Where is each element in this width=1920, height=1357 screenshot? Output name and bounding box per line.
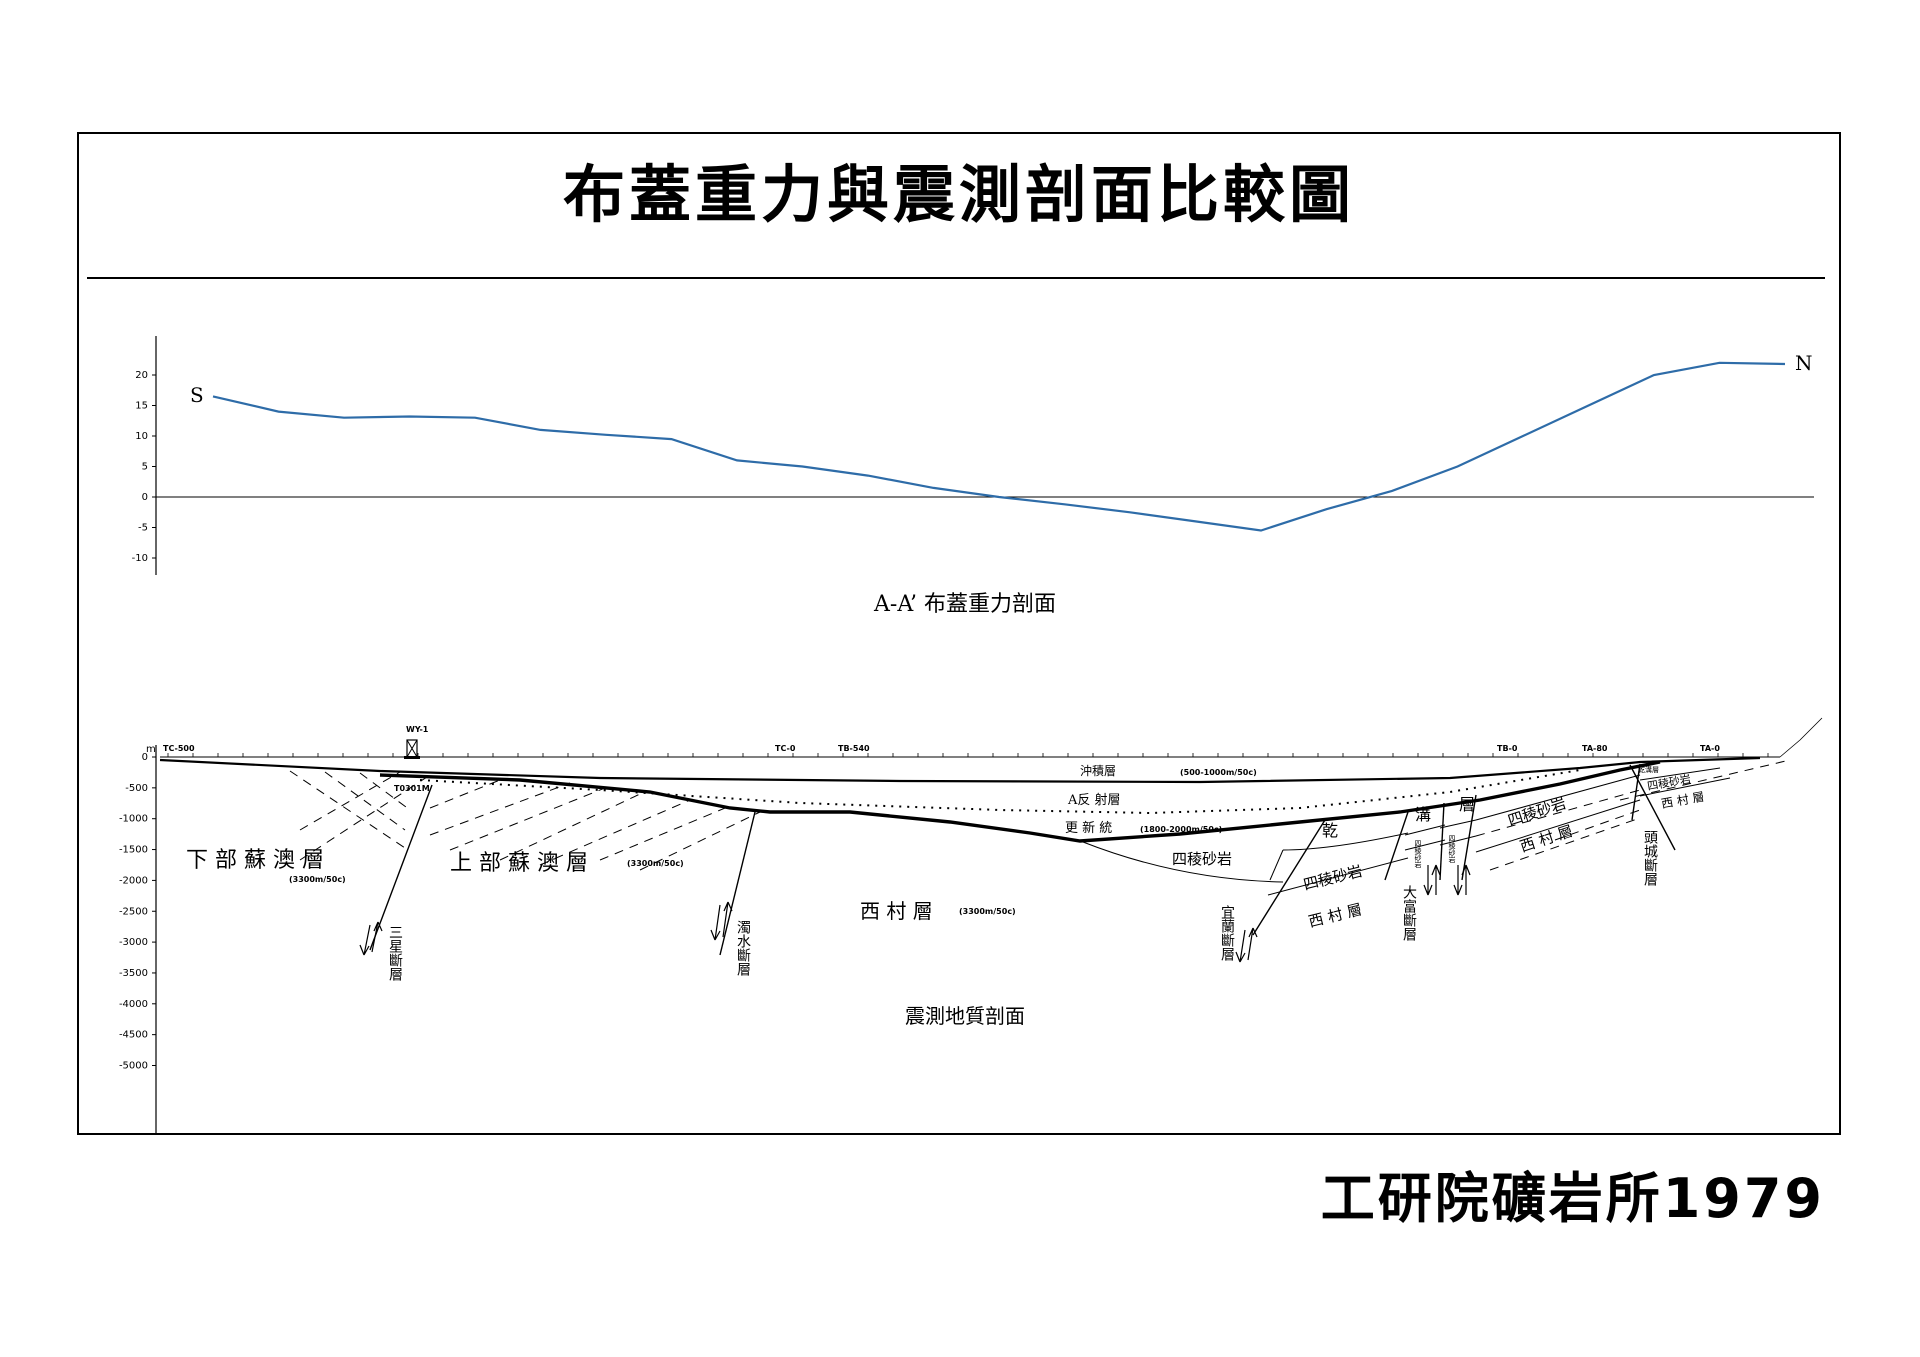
gravity-y-ticks: 20 15 10 5 0 -5 -10 xyxy=(132,370,156,564)
gravity-tick-label: 20 xyxy=(135,370,148,381)
gravity-tick-label: 10 xyxy=(135,431,148,442)
reflector-a xyxy=(419,769,1581,815)
depth-ticks: 0 -500 -1000 -1500 -2000 -2500 -3000 -3500 -4000… xyxy=(119,752,156,1072)
unit-label-xicun: 西 村 層 xyxy=(1307,900,1364,931)
bedding-lines-east xyxy=(1475,789,1641,871)
station-label: TC-0 xyxy=(775,744,796,753)
unit-label-xicun: 西 村 層 xyxy=(1660,790,1705,811)
unit-label-reflector-a: A反 射層 xyxy=(1067,792,1121,808)
seismic-section: 0 -500 -1000 -1500 -2000 -2500 -3000 -3500 -4000… xyxy=(119,717,1823,1135)
depth-tick-label: -5000 xyxy=(119,1061,148,1072)
station-label: TC-500 xyxy=(163,744,195,753)
station-label: TA-0 xyxy=(1700,744,1720,753)
depth-tick-label: -1500 xyxy=(119,845,148,856)
depth-tick-label: -2500 xyxy=(119,906,148,917)
gravity-tick-label: 15 xyxy=(135,401,148,412)
depth-unit: m xyxy=(146,744,156,755)
fault-label-yilan: 宜蘭斷層 xyxy=(1219,905,1235,962)
station-label: TA-80 xyxy=(1582,744,1608,753)
unit-label-lower-suao-velocity: (3300m/50c) xyxy=(289,875,346,884)
gravity-profile: 20 15 10 5 0 -5 -10 S N A-A’ 布蓋重力剖面 xyxy=(132,336,1814,617)
gravity-tick-label: -5 xyxy=(138,523,148,534)
gravity-tick-label: 0 xyxy=(142,492,148,503)
unit-label-alluvium: 沖積層 xyxy=(1080,763,1116,778)
gravity-anomaly-line xyxy=(212,361,1786,532)
figure-frame: 布蓋重力與震測剖面比較圖 xyxy=(77,132,1841,1135)
fault-label-dafu: 大富斷層 xyxy=(1401,885,1417,942)
title-divider xyxy=(87,277,1825,279)
unit-label-silengsha: 四稜砂岩 xyxy=(1172,850,1232,868)
credit-label: 工研院礦岩所1979 xyxy=(1320,1167,1825,1230)
well-label: WY-1 xyxy=(406,725,429,734)
unit-label-pleistocene: 更 新 統 xyxy=(1065,820,1112,836)
depth-tick-label: 0 xyxy=(142,752,148,763)
unit-label-silengsha: 四稜砂岩 xyxy=(1302,862,1365,894)
unit-label-gangou: 溝 xyxy=(1415,805,1431,824)
depth-tick-label: -4000 xyxy=(119,999,148,1010)
unit-label-xicun: 西 村 層 xyxy=(860,899,933,923)
fault-label-sanxing: 三星斷層 xyxy=(387,925,403,982)
unit-label-small-silengsha: 四稜砂岩 xyxy=(1414,840,1422,869)
north-label: N xyxy=(1795,351,1813,375)
depth-tick-label: -2000 xyxy=(119,875,148,886)
seismic-caption: 震測地質剖面 xyxy=(905,1004,1025,1028)
unit-label-pleistocene-velocity: (1800-2000m/50c) xyxy=(1140,825,1222,834)
unit-label-upper-suao: 上 部 蘇 澳 層 xyxy=(450,851,588,876)
south-label: S xyxy=(190,383,204,407)
fault-label-zhuoshui: 濁水斷層 xyxy=(735,920,751,977)
fault-label-toucheng: 頭城斷層 xyxy=(1642,830,1658,887)
page-title: 布蓋重力與震測剖面比較圖 xyxy=(562,158,1355,231)
gravity-tick-label: 5 xyxy=(142,462,148,473)
station-label: TB-540 xyxy=(838,744,870,753)
unit-label-ganggou-small: 乾溝層 xyxy=(1638,765,1659,774)
unit-label-gangou: 層 xyxy=(1459,795,1475,814)
depth-tick-label: -3000 xyxy=(119,937,148,948)
unit-label-lower-suao: 下 部 蘇 澳 層 xyxy=(186,848,324,873)
terrain-slope xyxy=(1779,717,1823,758)
gravity-caption: A-A’ 布蓋重力剖面 xyxy=(873,592,1056,617)
well-derrick-icon xyxy=(404,739,420,759)
unit-label-alluvium-velocity: (500-1000m/50c) xyxy=(1180,768,1257,777)
unit-label-upper-suao-velocity: (3300m/50c) xyxy=(627,859,684,868)
unit-label-xicun-velocity: (3300m/50c) xyxy=(959,907,1016,916)
depth-tick-label: -3500 xyxy=(119,968,148,979)
formation-contacts-east xyxy=(1082,767,1731,896)
depth-tick-label: -4500 xyxy=(119,1030,148,1041)
unit-label-xicun: 西 村 層 xyxy=(1518,822,1575,856)
well-depth-label: T0301M xyxy=(394,784,430,793)
unit-label-small-silengsha: 四稜砂岩 xyxy=(1448,835,1456,864)
fault-arrows xyxy=(359,864,1471,963)
bedding-lines-west xyxy=(289,759,1791,871)
depth-tick-label: -1000 xyxy=(119,814,148,825)
depth-tick-label: -500 xyxy=(125,783,148,794)
alluvium-base xyxy=(159,756,1761,784)
unit-label-gangou: 乾 xyxy=(1322,821,1338,840)
gravity-tick-label: -10 xyxy=(132,553,148,564)
station-label: TB-0 xyxy=(1497,744,1518,753)
